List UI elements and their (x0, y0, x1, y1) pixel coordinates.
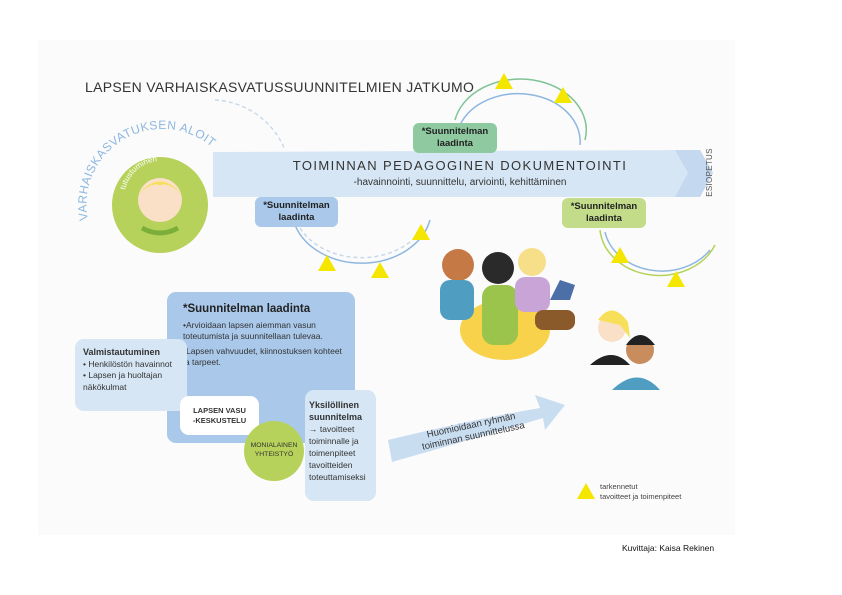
cooperation-line: MONIALAINEN (250, 442, 298, 449)
legend-line: tarkennetut (600, 482, 638, 491)
illustrator-credit: Kuvittaja: Kaisa Rekinen (622, 543, 715, 553)
cooperation-circle: MONIALAINEN YHTEISTYÖ (244, 421, 304, 481)
discussion-line: LAPSEN VASU (193, 406, 246, 415)
preparation-title: Valmistautuminen (83, 347, 161, 357)
cycle-arcs (294, 78, 716, 277)
banner-subtitle: -havainnointi, suunnittelu, arviointi, k… (353, 177, 567, 188)
banner-shape (213, 150, 713, 197)
dashed-arc (214, 99, 286, 151)
banner-title: TOIMINNAN PEDAGOGINEN DOKUMENTOINTI (292, 158, 628, 173)
tag-line: laadinta (437, 138, 473, 149)
tag-line: laadinta (586, 213, 622, 224)
legend-triangle-icon (577, 483, 595, 499)
page-title: LAPSEN VARHAISKASVATUSSUUNNITELMIEN JATK… (85, 79, 475, 95)
legend-label: tarkennetut tavoitteet ja toimenpiteet (600, 482, 681, 502)
preparation-item: • Henkilöstön havainnot (83, 358, 172, 369)
discussion-line: -KESKUSTELU (192, 416, 247, 425)
group-arrow-shape (388, 395, 565, 462)
tag-line: *Suunnitelman (570, 201, 638, 212)
individual-title: Yksilöllinen suunnitelma (309, 400, 363, 422)
plan-point: •Lapsen vahvuudet, kiinnostuksen kohteet… (183, 346, 342, 367)
individual-plan-box: Yksilöllinen suunnitelma → tavoitteet to… (305, 390, 376, 501)
esiopetus-label: ESIOPETUS (704, 148, 714, 197)
individual-text: → tavoitteet toiminnalle ja toimenpiteet… (309, 424, 366, 482)
tag-line: *Suunnitelman (263, 200, 330, 211)
vasu-discussion-box: LAPSEN VASU -KESKUSTELU (180, 396, 259, 435)
background-panel (38, 40, 735, 535)
cooperation-line: YHTEISTYÖ (254, 451, 294, 458)
tag-line: *Suunnitelman (421, 126, 489, 137)
child-face-icon (138, 178, 182, 222)
preparation-item: • Lapsen ja huoltajan näkökulmat (83, 370, 163, 392)
plan-title: *Suunnitelman laadinta (183, 303, 311, 315)
tag-line: laadinta (278, 212, 315, 223)
triangle-markers (318, 73, 685, 499)
children-illustration (440, 248, 660, 390)
plan-point: •Arvioidaan lapsen aiemman vasun toteutu… (183, 320, 323, 341)
legend-line: tavoitteet ja toimenpiteet (600, 492, 682, 501)
preparation-box: Valmistautuminen • Henkilöstön havainnot… (75, 339, 187, 411)
